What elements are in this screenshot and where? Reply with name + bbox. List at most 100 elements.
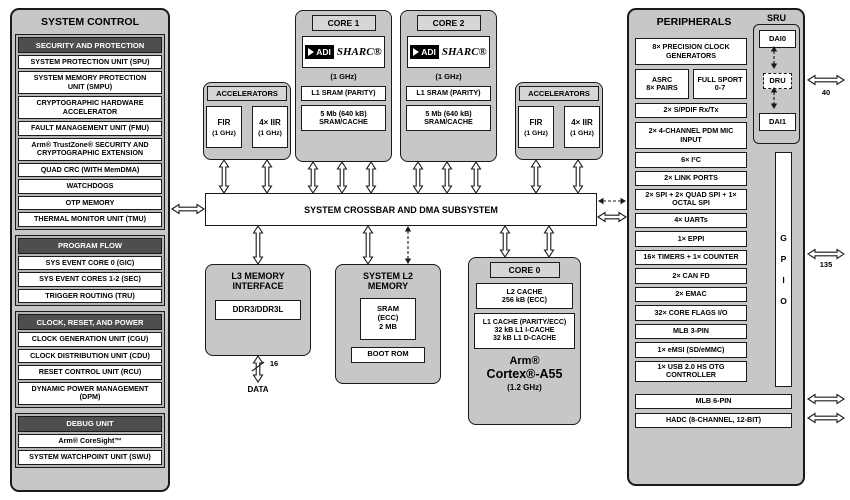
core2-l1-sram-label: L1 SRAM (PARITY) xyxy=(406,86,491,101)
peripheral-item-core-flags: 32× CORE FLAGS I/O xyxy=(635,305,747,321)
fir-accelerator: FIR (1 GHz) xyxy=(518,106,554,148)
sru-container: DAI0 DRU DAI1 xyxy=(753,24,800,144)
bus-arrow-vertical xyxy=(252,224,264,266)
section-debug-unit: DEBUG UNIT Arm® CoreSight™ SYSTEM WATCHP… xyxy=(15,412,165,468)
peripheral-item-spi: 2× SPI + 2× QUAD SPI + 1× OCTAL SPI xyxy=(635,189,747,210)
l2-memory-block: SYSTEM L2 MEMORY SRAM (ECC) 2 MB BOOT RO… xyxy=(335,264,441,384)
control-item-swu: SYSTEM WATCHPOINT UNIT (SWU) xyxy=(18,450,162,465)
fir-freq: (1 GHz) xyxy=(212,129,236,137)
peripheral-item-emsi: 1× eMSI (SD/eMMC) xyxy=(635,342,747,358)
core2-block: CORE 2 ADI SHARC® (1 GHz) L1 SRAM (PARIT… xyxy=(400,10,497,162)
bus-width-135-label: 135 xyxy=(819,260,833,269)
adi-logo-icon: ADI xyxy=(410,45,439,59)
accelerators-left-title: ACCELERATORS xyxy=(207,86,287,101)
core0-block: CORE 0 L2 CACHE 256 kB (ECC) L1 CACHE (P… xyxy=(468,257,581,425)
section-debug-unit-header: DEBUG UNIT xyxy=(18,415,162,432)
bus-arrow-vertical xyxy=(336,160,348,195)
section-program-flow: PROGRAM FLOW SYS EVENT CORE 0 (GIC) SYS … xyxy=(15,234,165,307)
core1-block: CORE 1 ADI SHARC® (1 GHz) L1 SRAM (PARIT… xyxy=(295,10,392,162)
bus-arrow-horizontal xyxy=(806,248,846,260)
fir-label: FIR xyxy=(529,117,543,127)
bus-arrow-vertical xyxy=(218,158,230,195)
sharc-logo-text: SHARC® xyxy=(441,46,487,58)
l3-memory-title: L3 MEMORY INTERFACE xyxy=(231,271,285,292)
l2-memory-title: SYSTEM L2 MEMORY xyxy=(362,271,413,292)
control-item-spu: SYSTEM PROTECTION UNIT (SPU) xyxy=(18,55,162,70)
peripheral-item-pdm-mic: 2× 4-CHANNEL PDM MIC INPUT xyxy=(635,122,747,149)
bus-arrow-vertical xyxy=(572,158,584,195)
core2-freq: (1 GHz) xyxy=(435,72,462,81)
core0-l2-cache-box: L2 CACHE 256 kB (ECC) xyxy=(476,283,573,309)
accelerators-right-block: ACCELERATORS FIR (1 GHz) 4× IIR (1 GHz) xyxy=(515,82,603,160)
l3-memory-block: L3 MEMORY INTERFACE DDR3/DDR3L xyxy=(205,264,311,356)
peripherals-panel: PERIPHERALS SRU DAI0 DRU DAI1 8× PRECISI… xyxy=(627,8,805,486)
core1-l1-sram-label: L1 SRAM (PARITY) xyxy=(301,86,386,101)
control-item-dpm: DYNAMIC POWER MANAGEMENT (DPM) xyxy=(18,381,162,405)
control-item-sys-event-cores12: SYS EVENT CORES 1-2 (SEC) xyxy=(18,272,162,287)
iir-label: 4× IIR xyxy=(259,117,281,127)
peripheral-item-emac: 2× EMAC xyxy=(635,286,747,303)
peripheral-item-full-sport: FULL SPORT 0-7 xyxy=(693,69,747,99)
l2-sram-box: SRAM (ECC) 2 MB xyxy=(360,297,416,340)
bus-arrow-vertical xyxy=(261,158,273,195)
bus-arrow-horizontal xyxy=(806,74,846,86)
bus-arrow-vertical xyxy=(362,224,374,266)
control-item-trigger-routing: TRIGGER ROUTING (TRU) xyxy=(18,288,162,304)
core1-title: CORE 1 xyxy=(311,15,376,31)
adi-logo-text: ADI xyxy=(421,47,436,57)
fir-label: FIR xyxy=(217,117,231,127)
bus-arrow-horizontal xyxy=(170,203,206,215)
section-security-header: SECURITY AND PROTECTION xyxy=(18,37,162,53)
section-clock-reset-power-header: CLOCK, RESET, AND POWER xyxy=(18,314,162,331)
bus-arrow-vertical xyxy=(252,354,264,384)
iir-accelerator: 4× IIR (1 GHz) xyxy=(564,106,600,148)
control-item-sys-event-core0: SYS EVENT CORE 0 (GIC) xyxy=(18,255,162,271)
peripheral-item-eppi: 1× EPPI xyxy=(635,231,747,247)
peripheral-item-timers-counter: 16× TIMERS + 1× COUNTER xyxy=(635,249,747,266)
fir-freq: (1 GHz) xyxy=(524,129,548,137)
sru-label: SRU xyxy=(766,13,786,23)
dashed-arrowhead xyxy=(620,197,626,205)
adi-logo-icon: ADI xyxy=(305,45,334,59)
iir-label: 4× IIR xyxy=(571,117,593,127)
section-program-flow-header: PROGRAM FLOW xyxy=(18,237,162,254)
adi-sharc-logo: ADI SHARC® xyxy=(302,36,385,68)
dai0-box: DAI0 xyxy=(759,30,796,48)
dru-box: DRU xyxy=(763,73,792,89)
peripheral-item-link-ports: 2× LINK PORTS xyxy=(635,170,747,186)
peripheral-item-uarts: 4× UARTs xyxy=(635,212,747,229)
bus-arrow-horizontal xyxy=(806,393,846,405)
dashed-arrowhead xyxy=(598,197,604,205)
accelerators-left-block: ACCELERATORS FIR (1 GHz) 4× IIR (1 GHz) xyxy=(203,82,291,160)
section-security-and-protection: SECURITY AND PROTECTION SYSTEM PROTECTIO… xyxy=(15,34,165,230)
adi-logo-text: ADI xyxy=(316,47,331,57)
bus-arrow-vertical xyxy=(499,224,511,259)
bus-width-40-label: 40 xyxy=(821,88,831,97)
adi-sharc-logo: ADI SHARC® xyxy=(407,36,490,68)
control-item-quad-crc: QUAD CRC (WITH MemDMA) xyxy=(18,162,162,178)
peripheral-item-mlb-3pin: MLB 3-PIN xyxy=(635,323,747,340)
core2-title: CORE 2 xyxy=(416,15,481,31)
control-item-otp-memory: OTP MEMORY xyxy=(18,195,162,211)
core1-l1-sram-detail: 5 Mb (640 kB) SRAM/CACHE xyxy=(301,105,386,131)
bus-arrow-horizontal xyxy=(806,412,846,424)
bus-arrow-vertical xyxy=(441,160,453,195)
core0-title: CORE 0 xyxy=(489,262,560,278)
control-item-crypto-accelerator: CRYPTOGRAPHIC HARDWARE ACCELERATOR xyxy=(18,96,162,120)
gpio-strip: G P I O xyxy=(775,152,792,387)
accelerators-right-units: FIR (1 GHz) 4× IIR (1 GHz) xyxy=(516,106,602,148)
bus-arrow-vertical xyxy=(530,158,542,195)
core2-l1-sram-detail: 5 Mb (640 kB) SRAM/CACHE xyxy=(406,105,491,131)
peripheral-item-can-fd: 2× CAN FD xyxy=(635,268,747,284)
control-item-tmu: THERMAL MONITOR UNIT (TMU) xyxy=(18,212,162,227)
bus-arrow-vertical xyxy=(543,224,555,259)
peripheral-item-i2c: 6× I²C xyxy=(635,152,747,168)
iir-freq: (1 GHz) xyxy=(570,129,594,137)
bus-arrow-horizontal xyxy=(596,211,628,223)
peripheral-item-clock-generators: 8× PRECISION CLOCK GENERATORS xyxy=(635,38,747,65)
peripheral-item-asrc: ASRC 8× PAIRS xyxy=(635,69,689,99)
sharc-logo-text: SHARC® xyxy=(336,46,382,58)
l3-data-label: DATA xyxy=(247,385,269,394)
peripheral-group: 6× I²C 2× LINK PORTS 2× SPI + 2× QUAD SP… xyxy=(635,152,747,382)
adi-triangle-icon xyxy=(308,48,315,56)
